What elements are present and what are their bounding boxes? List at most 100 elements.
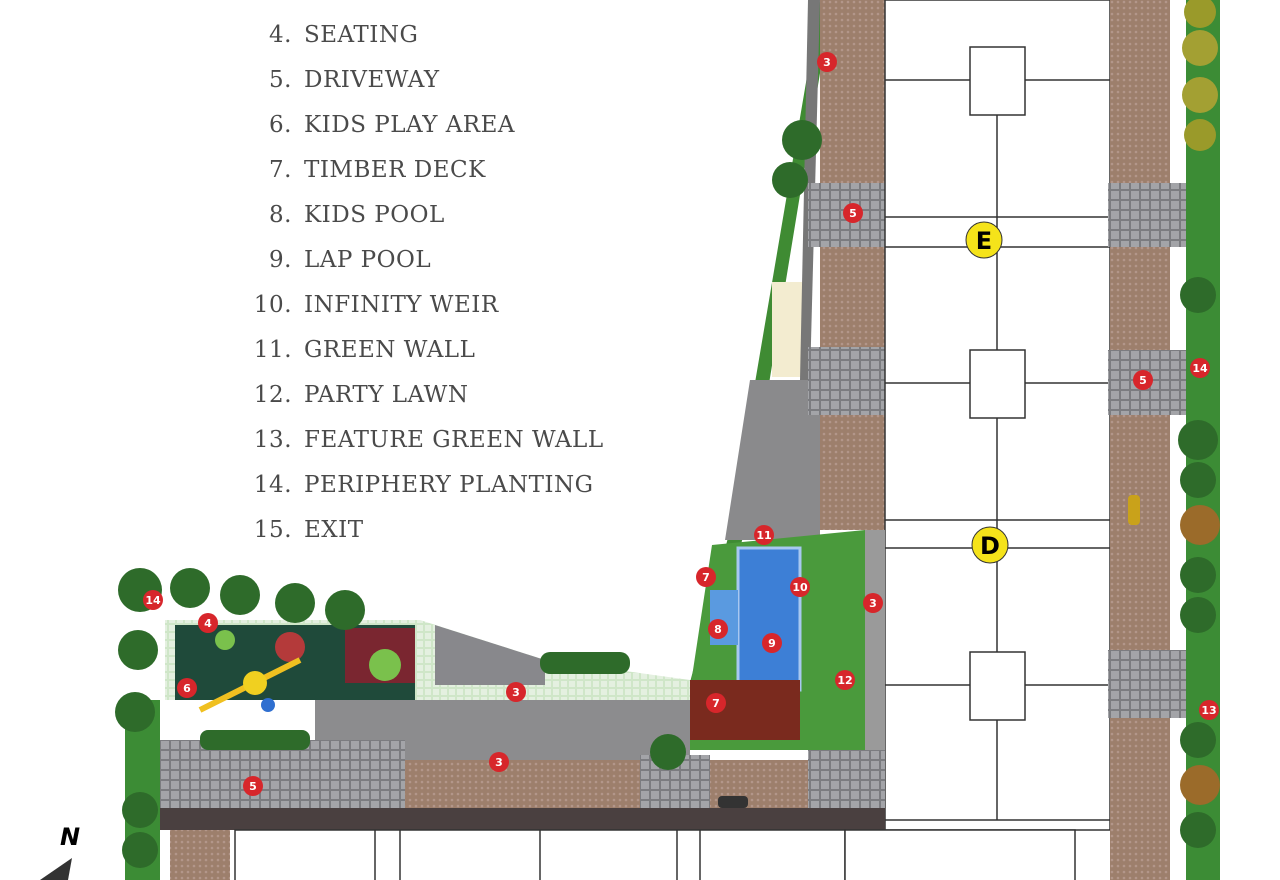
plan-marker: 7	[696, 567, 716, 587]
marker-badge	[1190, 358, 1210, 378]
legend-label: KIDS PLAY AREA	[304, 112, 516, 138]
legend-number: 5.	[269, 67, 292, 93]
bottom-buildings	[234, 829, 1076, 880]
plan-marker: 10	[790, 577, 810, 597]
block-label-d: D	[971, 526, 1009, 564]
plan-marker: 11	[754, 525, 774, 545]
block-label-e: E	[965, 221, 1003, 259]
plan-marker: 3	[863, 593, 883, 613]
legend-number: 7.	[269, 157, 292, 183]
legend-item: 15. EXIT	[240, 510, 604, 555]
marker-badge	[143, 590, 163, 610]
bench-area	[772, 282, 805, 377]
paver-crossing	[1108, 183, 1190, 247]
legend-number: 8.	[269, 202, 292, 228]
legend-label: SEATING	[304, 22, 419, 48]
plan-marker: 3	[489, 752, 509, 772]
car-icon	[718, 796, 748, 808]
marker-number: 9	[768, 637, 776, 650]
marker-number: 13	[1201, 704, 1216, 717]
marker-badge	[708, 619, 728, 639]
plan-marker: 3	[506, 682, 526, 702]
legend-list: 4. SEATING 5. DRIVEWAY 6. KIDS PLAY AREA 7.TIM…	[240, 15, 604, 555]
marker-badge	[243, 776, 263, 796]
marker-number: 11	[756, 529, 771, 542]
walkway	[820, 0, 885, 530]
legend-item: 10. INFINITY WEIR	[240, 285, 604, 330]
plan-marker: 3	[817, 52, 837, 72]
marker-badge	[835, 670, 855, 690]
marker-number: 4	[204, 617, 212, 630]
legend-item: 7.TIMBER DECK	[240, 150, 604, 195]
legend-item: 4. SEATING	[240, 15, 604, 60]
legend-number: 12.	[253, 382, 292, 408]
legend-label: FEATURE GREEN WALL	[304, 427, 604, 453]
plan-marker: 6	[177, 678, 197, 698]
legend-number: 13.	[253, 427, 292, 453]
plan-marker: 14	[143, 590, 163, 610]
marker-number: 8	[714, 623, 722, 636]
marker-badge	[863, 593, 883, 613]
marker-number: 6	[183, 682, 191, 695]
plan-marker: 9	[762, 633, 782, 653]
legend-number: 14.	[253, 472, 292, 498]
marker-badge	[489, 752, 509, 772]
legend-number: 15.	[253, 517, 292, 543]
timber-deck	[690, 680, 800, 740]
legend-item: 13. FEATURE GREEN WALL	[240, 420, 604, 465]
legend-label: INFINITY WEIR	[304, 292, 499, 318]
legend-item: 9. LAP POOL	[240, 240, 604, 285]
plan-marker: 12	[835, 670, 855, 690]
north-arrow-icon	[40, 858, 72, 880]
marker-badge	[817, 52, 837, 72]
marker-badge	[198, 613, 218, 633]
legend-item: 6. KIDS PLAY AREA	[240, 105, 604, 150]
plan-marker: 4	[198, 613, 218, 633]
legend-label: EXIT	[304, 517, 364, 543]
marker-badge	[177, 678, 197, 698]
legend-number: 11.	[253, 337, 292, 363]
plan-marker: 5	[843, 203, 863, 223]
walkway	[405, 760, 640, 810]
marker-number: 3	[495, 756, 503, 769]
marker-number: 7	[702, 571, 710, 584]
lap-pool	[736, 546, 802, 692]
marker-number: 12	[837, 674, 852, 687]
legend-label: LAP POOL	[304, 247, 432, 273]
plan-marker: 5	[243, 776, 263, 796]
legend-label: KIDS POOL	[304, 202, 445, 228]
marker-number: 7	[712, 697, 720, 710]
marker-number: 14	[145, 594, 161, 607]
svg-text:E: E	[976, 227, 992, 255]
legend-number: 10.	[253, 292, 292, 318]
marker-badge	[1199, 700, 1219, 720]
marker-badge	[506, 682, 526, 702]
legend-number: 9.	[269, 247, 292, 273]
plan-marker: 7	[706, 693, 726, 713]
marker-badge	[1133, 370, 1153, 390]
marker-number: 3	[869, 597, 877, 610]
paver-crossing	[1108, 650, 1188, 718]
plan-marker: 14	[1190, 358, 1210, 378]
legend-number: 4.	[269, 22, 292, 48]
legend-item: 12. PARTY LAWN	[240, 375, 604, 420]
svg-text:N: N	[60, 823, 80, 851]
walkway	[1110, 0, 1170, 880]
plan-marker: 8	[708, 619, 728, 639]
legend-number: 6.	[269, 112, 292, 138]
paver-driveway	[160, 740, 405, 810]
legend-label: DRIVEWAY	[304, 67, 440, 93]
plan-marker: 13	[1199, 700, 1219, 720]
trees	[772, 0, 1220, 848]
legend-label: PARTY LAWN	[304, 382, 469, 408]
marker-number: 5	[849, 207, 857, 220]
legend-item: 14.PERIPHERY PLANTING	[240, 465, 604, 510]
north-arrow: N	[40, 823, 80, 880]
marker-number: 10	[792, 581, 808, 594]
marker-number: 14	[1192, 362, 1208, 375]
paver-crossing	[808, 347, 885, 415]
legend-label: GREEN WALL	[304, 337, 476, 363]
marker-badge	[754, 525, 774, 545]
svg-text:D: D	[980, 532, 1000, 560]
